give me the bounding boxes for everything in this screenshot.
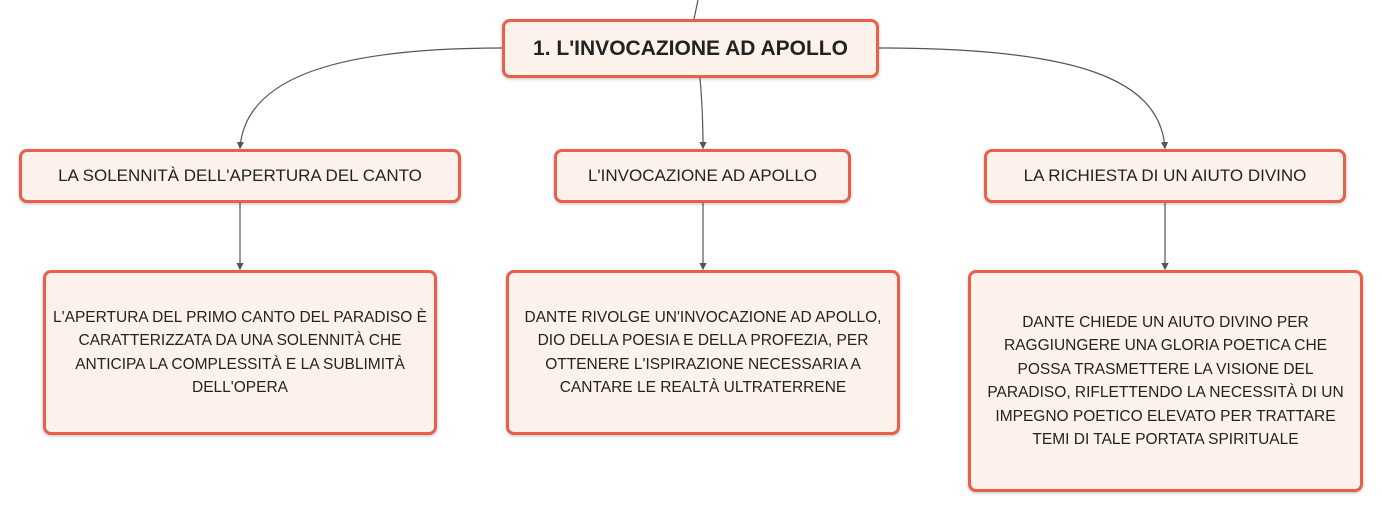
root-node-label: 1. L'INVOCAZIONE AD APOLLO bbox=[533, 36, 848, 60]
detail-node-solennita[interactable]: L'APERTURA DEL PRIMO CANTO DEL PARADISO … bbox=[43, 270, 437, 435]
topic-node-invocazione[interactable]: L'INVOCAZIONE AD APOLLO bbox=[554, 149, 851, 203]
topic-node-label: LA SOLENNITÀ DELL'APERTURA DEL CANTO bbox=[58, 166, 422, 185]
topic-node-aiuto-divino[interactable]: LA RICHIESTA DI UN AIUTO DIVINO bbox=[984, 149, 1346, 203]
detail-node-aiuto-divino[interactable]: DANTE CHIEDE UN AIUTO DIVINO PER RAGGIUN… bbox=[968, 270, 1363, 492]
topic-node-solennita[interactable]: LA SOLENNITÀ DELL'APERTURA DEL CANTO bbox=[19, 149, 461, 203]
connector-root-to-topic-2 bbox=[699, 77, 707, 150]
detail-node-text: DANTE RIVOLGE UN'INVOCAZIONE AD APOLLO, … bbox=[524, 308, 882, 397]
detail-node-text: DANTE CHIEDE UN AIUTO DIVINO PER RAGGIUN… bbox=[987, 313, 1344, 449]
connector-root-to-topic-1 bbox=[236, 47, 503, 150]
root-node[interactable]: 1. L'INVOCAZIONE AD APOLLO bbox=[502, 19, 879, 78]
detail-node-text: L'APERTURA DEL PRIMO CANTO DEL PARADISO … bbox=[53, 308, 427, 397]
topic-node-label: LA RICHIESTA DI UN AIUTO DIVINO bbox=[1023, 166, 1307, 185]
connector-root-to-topic-3 bbox=[878, 47, 1169, 150]
topic-node-label: L'INVOCAZIONE AD APOLLO bbox=[587, 166, 818, 185]
connector-parent-to-root bbox=[693, 0, 699, 20]
detail-node-invocazione[interactable]: DANTE RIVOLGE UN'INVOCAZIONE AD APOLLO, … bbox=[506, 270, 900, 435]
